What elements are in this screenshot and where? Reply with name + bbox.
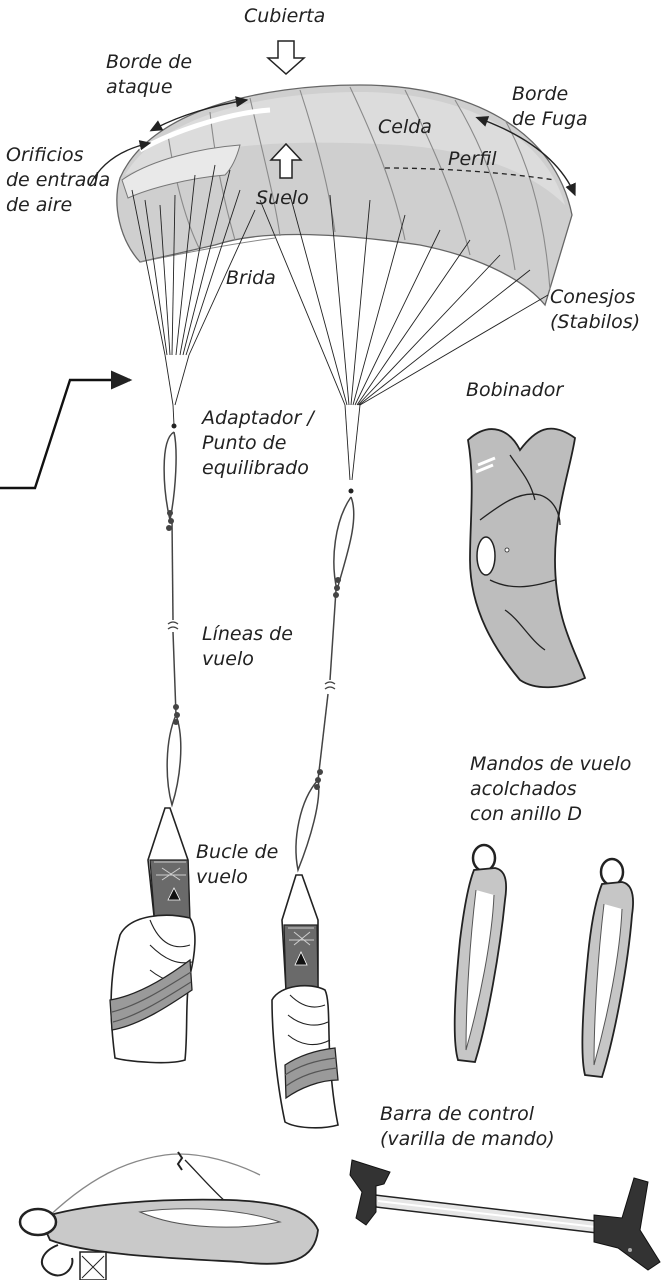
control-bar-icon bbox=[350, 1160, 660, 1270]
label-orificios: Orificios de entrada de aire bbox=[6, 143, 110, 218]
label-borde-fuga: Borde de Fuga bbox=[512, 82, 588, 132]
label-brida: Brida bbox=[226, 266, 276, 291]
hand-right-icon bbox=[272, 875, 338, 1128]
strap-handle-icon bbox=[455, 845, 633, 1077]
label-conesjos: Conesjos (Stabilos) bbox=[550, 285, 640, 335]
label-bobinador: Bobinador bbox=[466, 378, 563, 403]
wrist-strap-icon bbox=[20, 1152, 318, 1280]
label-adaptador: Adaptador / Punto de equilibrado bbox=[202, 406, 314, 481]
label-bucle: Bucle de vuelo bbox=[196, 840, 278, 890]
label-mandos: Mandos de vuelo acolchados con anillo D bbox=[470, 752, 631, 827]
winder-icon bbox=[468, 429, 585, 688]
label-cubierta: Cubierta bbox=[244, 4, 325, 29]
label-perfil: Perfil bbox=[448, 147, 497, 172]
pointer-arrow-icon bbox=[0, 380, 130, 488]
label-barra: Barra de control (varilla de mando) bbox=[380, 1102, 555, 1152]
label-suelo: Suelo bbox=[256, 186, 309, 211]
label-celda: Celda bbox=[378, 115, 432, 140]
label-borde-ataque: Borde de ataque bbox=[106, 50, 192, 100]
label-lineas: Líneas de vuelo bbox=[202, 622, 293, 672]
hand-left-icon bbox=[110, 808, 195, 1063]
cubierta-arrow-icon bbox=[268, 41, 304, 74]
